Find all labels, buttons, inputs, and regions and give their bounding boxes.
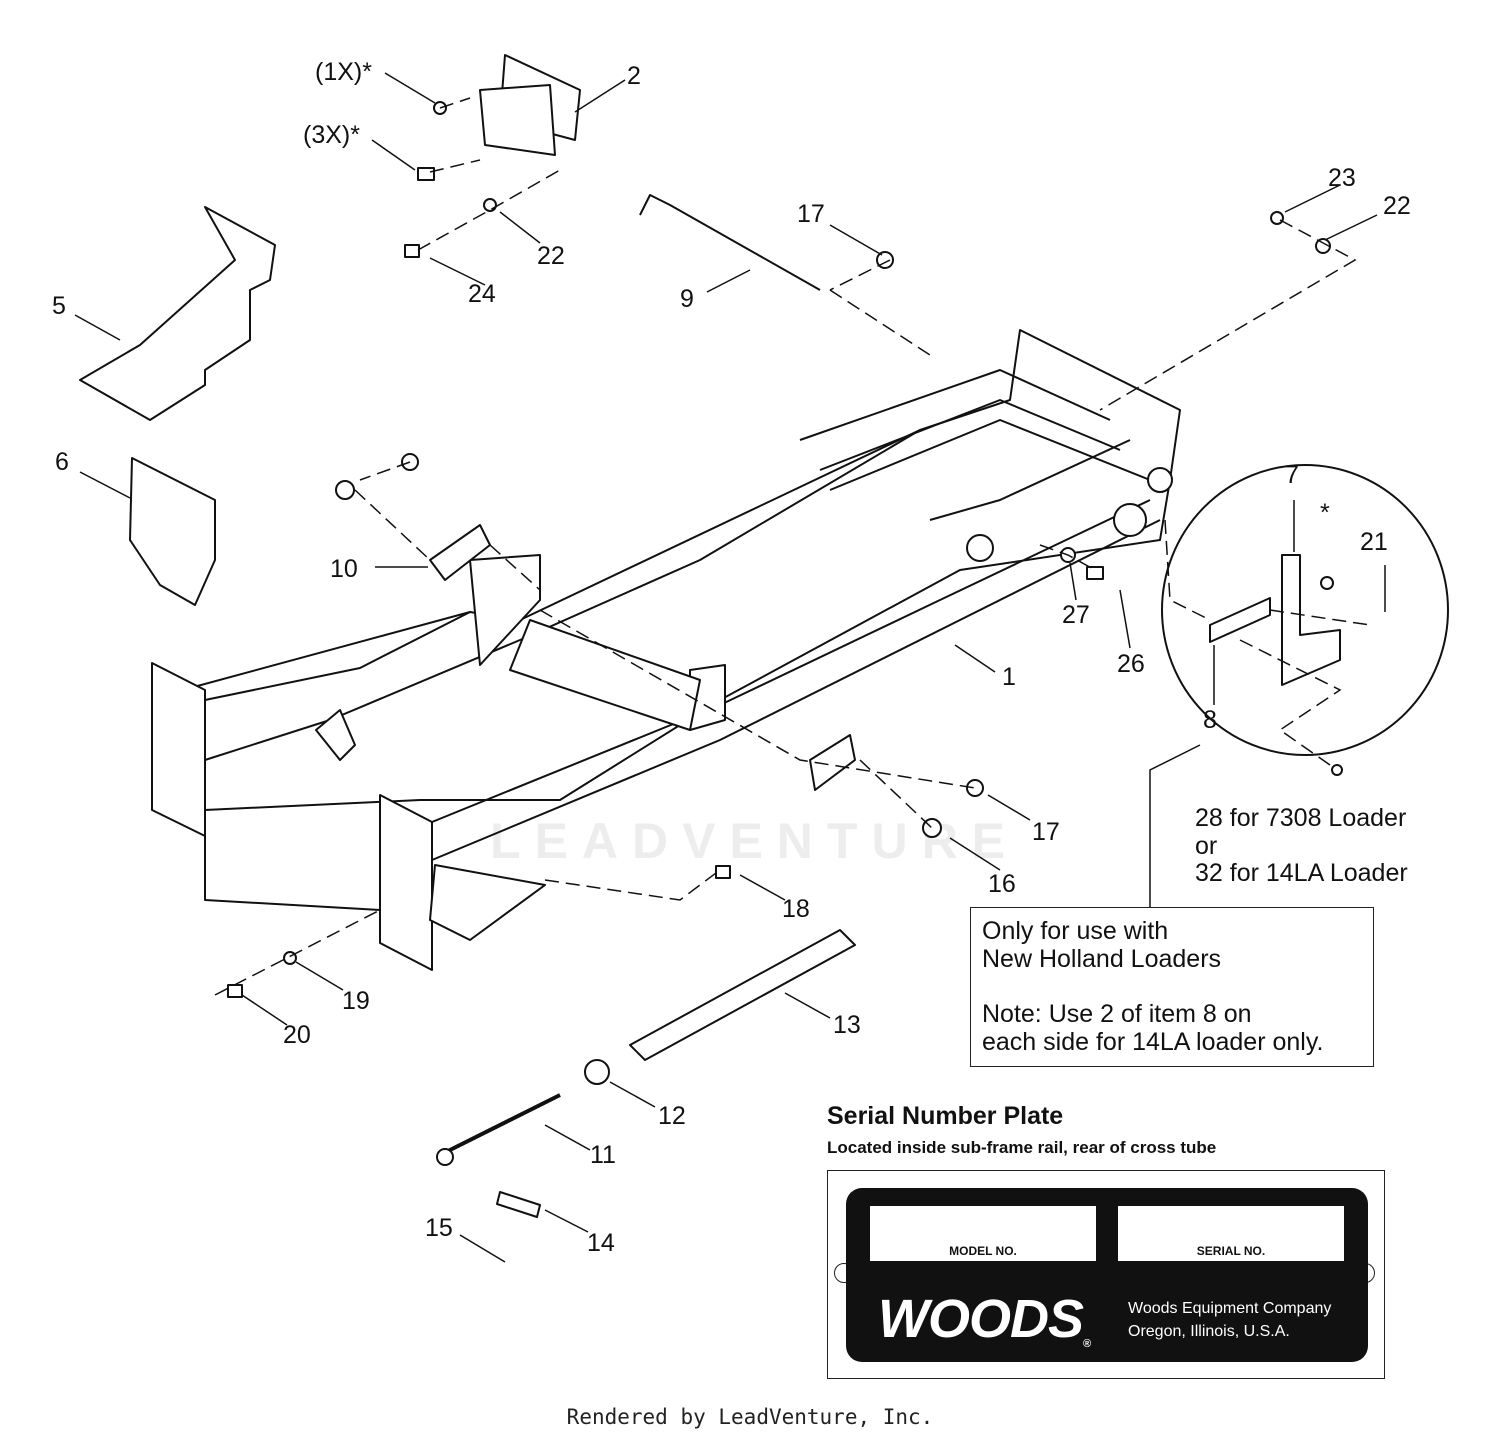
serial-plate-title: Serial Number Plate [827,1102,1064,1130]
watermark: LEADVENTURE [490,813,1020,869]
tube-13 [629,929,856,1061]
callout-6: 6 [55,448,69,476]
callout-1: 1 [1002,663,1016,691]
model-no-field: MODEL NO. [870,1206,1096,1261]
callout-8: 8 [1203,706,1217,734]
callout-11: 11 [590,1141,616,1169]
pin-14 [496,1191,541,1218]
callout-22b: 22 [1383,192,1411,220]
callout-17b: 17 [1032,818,1060,846]
callout-16: 16 [988,870,1016,898]
note-line-3: Note: Use 2 of item 8 on [982,1000,1252,1028]
part-5 [79,206,276,421]
serial-no-label: SERIAL NO. [1196,1244,1266,1258]
serial-no-field: SERIAL NO. [1118,1206,1344,1261]
callout-2: 2 [627,62,641,90]
loader-note-line-2: or [1195,832,1218,860]
callout-22a: 22 [537,242,565,270]
nut-12 [584,1059,610,1085]
company-line-2: Oregon, Illinois, U.S.A. [1128,1323,1290,1340]
company-info: Woods Equipment Company Oregon, Illinois… [1128,1297,1331,1343]
callout-9: 9 [680,285,694,313]
detail-circle [1161,464,1449,756]
callout-23: 23 [1328,164,1356,192]
callout-10: 10 [330,555,358,583]
callout-24: 24 [468,280,496,308]
callout-18: 18 [782,895,810,923]
serial-number-plate: MODEL NO. SERIAL NO. WOODS® Woods Equipm… [827,1170,1385,1379]
rod-11 [439,1093,561,1157]
loader-note-line-3: 32 for 14LA Loader [1195,859,1408,887]
callout-26: 26 [1117,650,1145,678]
note-line-2: New Holland Loaders [982,945,1222,973]
callout-1x: (1X)* [315,58,372,86]
rendered-by-footer: Rendered by LeadVenture, Inc. [566,1405,934,1429]
loader-note-line-1: 28 for 7308 Loader [1195,804,1407,832]
callout-15: 15 [425,1214,453,1242]
callout-star: * [1320,499,1330,527]
callout-20: 20 [283,1021,311,1049]
usage-note-box: Only for use with New Holland Loaders No… [970,907,1374,1067]
callout-3x: (3X)* [303,121,360,149]
company-line-1: Woods Equipment Company [1128,1300,1332,1317]
rod-9 [639,194,821,291]
part-8 [1209,597,1271,643]
callout-12: 12 [658,1102,686,1130]
callout-19: 19 [342,987,370,1015]
woods-logo: WOODS® [878,1289,1091,1350]
plate-face: MODEL NO. SERIAL NO. WOODS® Woods Equipm… [846,1188,1368,1362]
main-frame [151,329,1181,971]
callout-7: 7 [1285,461,1299,489]
callout-17a: 17 [797,200,825,228]
callout-5: 5 [52,292,66,320]
part-7 [1281,554,1341,686]
note-line-4: each side for 14LA loader only. [982,1028,1324,1056]
callout-13: 13 [833,1011,861,1039]
note-line-1: Only for use with [982,917,1169,945]
model-no-label: MODEL NO. [949,1244,1017,1258]
callout-14: 14 [587,1229,615,1257]
serial-plate-subtitle: Located inside sub-frame rail, rear of c… [827,1138,1217,1157]
callout-21: 21 [1360,528,1388,556]
callout-27: 27 [1062,601,1090,629]
part-6 [129,457,216,606]
